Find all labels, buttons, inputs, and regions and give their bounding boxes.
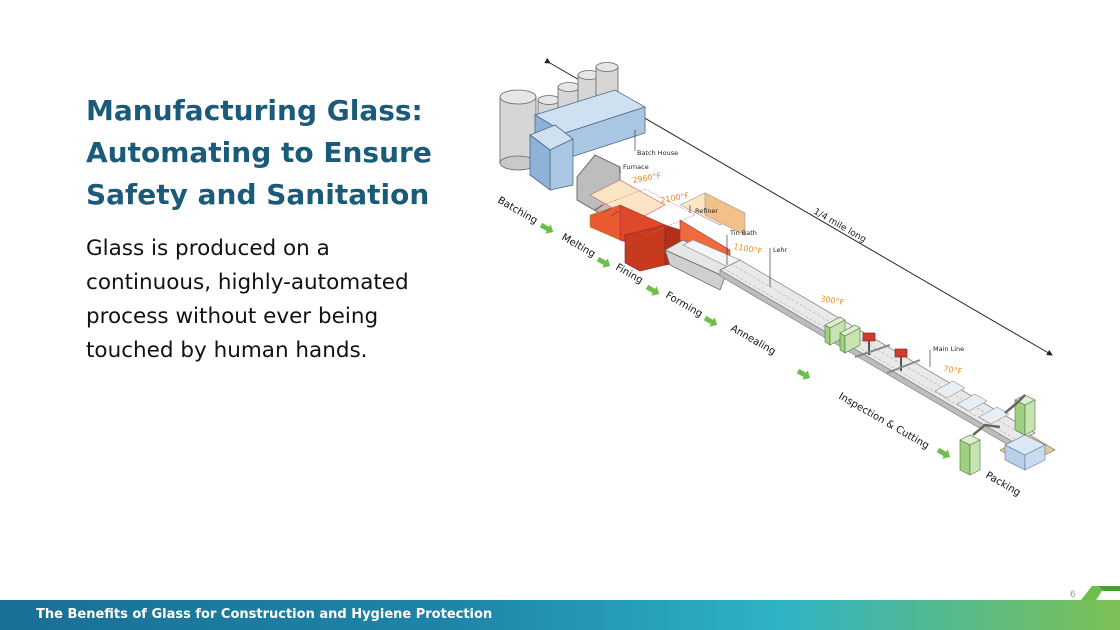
stage-arrow-icon	[645, 284, 660, 296]
glass-sheets	[934, 380, 1010, 425]
slide-title: Manufacturing Glass: Automating to Ensur…	[86, 90, 466, 216]
footer-bar: The Benefits of Glass for Construction a…	[0, 600, 1120, 630]
body-line: touched by human hands.	[86, 338, 368, 363]
slide-title-line: Automating to Ensure	[86, 136, 432, 169]
stage-label-batching: Batching	[496, 195, 540, 227]
furnace-label: Furnace	[623, 163, 649, 171]
furnace-temperature: 2960°F	[632, 171, 662, 185]
stage-arrow-icon	[796, 368, 811, 380]
annealing-units	[824, 316, 861, 354]
refiner	[679, 192, 746, 236]
slide-body-text: Glass is produced on a continuous, highl…	[86, 232, 466, 368]
page-number: 6	[1070, 590, 1076, 600]
tin-bath-temperature: 1100°F	[733, 242, 763, 256]
body-line: process without ever being	[86, 304, 379, 329]
packing-robots	[959, 394, 1056, 476]
stage-label-inspection-cutting: Inspection & Cutting	[837, 391, 931, 452]
batch-house-label: Batch House	[637, 149, 678, 157]
stage-arrow-icon	[539, 222, 554, 234]
stage-label-annealing: Annealing	[729, 323, 778, 358]
lehr-label: Lehr	[773, 246, 788, 254]
cutting-stations	[854, 332, 921, 374]
body-line: Glass is produced on a	[86, 236, 330, 261]
stage-arrow-icon	[936, 447, 951, 459]
tin-bath-label: Tin Bath	[729, 229, 757, 237]
stage-label-packing: Packing	[984, 470, 1023, 499]
glass-production-diagram: 1/4 mile long Batch House	[496, 57, 1056, 499]
stage-arrow-icon	[703, 315, 718, 327]
slide-title-line: Manufacturing Glass:	[86, 94, 423, 127]
slide-title-line: Safety and Sanitation	[86, 178, 430, 211]
stage-arrow-icon	[596, 256, 611, 268]
main-line-label: Main Line	[933, 345, 964, 353]
batch-house	[529, 89, 646, 191]
stage-arrows	[539, 222, 951, 459]
main-line-temperature: 70°F	[943, 364, 963, 376]
body-line: continuous, highly-automated	[86, 270, 409, 295]
lehr-temperature: 300°F	[820, 294, 845, 307]
tin-bath	[664, 239, 744, 291]
stage-label-forming: Forming	[664, 290, 705, 320]
stage-label-melting: Melting	[560, 232, 598, 260]
footer-text: The Benefits of Glass for Construction a…	[36, 607, 493, 622]
refiner-label: Refiner	[695, 207, 718, 215]
length-label: 1/4 mile long	[812, 207, 868, 245]
